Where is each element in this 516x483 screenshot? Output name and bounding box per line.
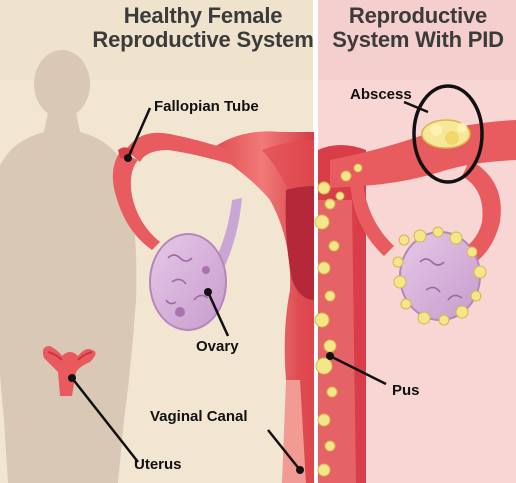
fallopian-tube-label: Fallopian Tube <box>154 98 259 115</box>
healthy-ovary <box>150 234 226 330</box>
right-panel-title: Reproductive System With PID <box>322 4 514 52</box>
right-title-line2: System With PID <box>322 28 514 52</box>
ovary-label: Ovary <box>196 338 239 355</box>
left-title-line1: Healthy Female <box>92 4 314 28</box>
pid-ovary <box>400 232 480 320</box>
left-title-line2: Reproductive System <box>92 28 314 52</box>
abscess-label: Abscess <box>350 86 412 103</box>
pus-label: Pus <box>392 382 420 399</box>
uterus-label: Uterus <box>134 456 182 473</box>
right-title-line1: Reproductive <box>322 4 514 28</box>
left-panel-title: Healthy Female Reproductive System <box>92 4 314 52</box>
vaginal-canal-label: Vaginal Canal <box>150 408 248 425</box>
